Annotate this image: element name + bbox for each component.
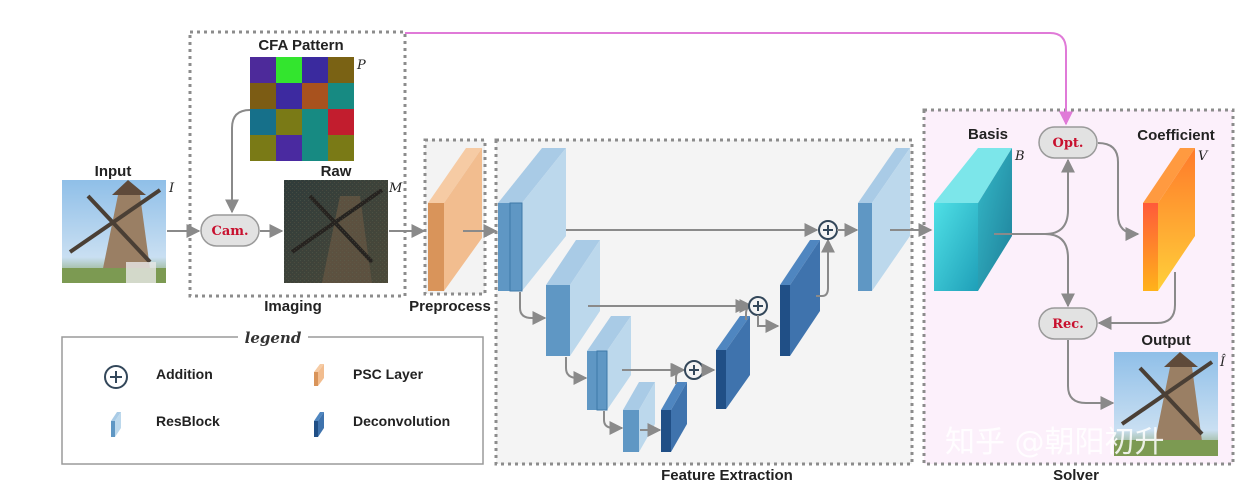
decoder-level-3 [716, 316, 750, 409]
cfa-cell [302, 109, 328, 135]
coefficient-symbol: V [1198, 149, 1209, 164]
cfa-cell [276, 57, 302, 83]
encoder-level-2 [546, 240, 600, 356]
output-image [1114, 352, 1218, 456]
feature-output-resblock [858, 148, 910, 291]
imaging-to-opt-link [405, 32, 1073, 126]
cam-label: Cam. [211, 224, 248, 239]
encoder-level-4 [623, 382, 655, 452]
legend-resblock-icon [111, 412, 121, 437]
input-image [62, 180, 166, 283]
cfa-symbol: P [356, 58, 366, 73]
input-symbol: I [168, 181, 175, 196]
cfa-label: CFA Pattern [258, 37, 343, 54]
feature-extraction-label: Feature Extraction [661, 467, 793, 484]
cfa-cell [302, 83, 328, 109]
legend: legend Addition PSC Layer ResBlock Decon… [61, 327, 484, 465]
basis-symbol: B [1014, 149, 1025, 164]
encoder-level-3 [587, 316, 631, 411]
cfa-cell [302, 57, 328, 83]
rec-label: Rec. [1052, 317, 1084, 332]
cfa-cell [328, 57, 354, 83]
rec-node: Rec. [1038, 307, 1098, 340]
cfa-cell [328, 135, 354, 161]
watermark: 知乎 @朝阳初升 [945, 425, 1165, 460]
imaging-label: Imaging [264, 298, 322, 315]
arrow-enc2-enc3 [565, 357, 588, 385]
cfa-pattern-grid [250, 57, 354, 161]
basis-label: Basis [968, 126, 1008, 143]
legend-title: legend [245, 329, 302, 347]
output-label: Output [1141, 332, 1190, 349]
opt-node: Opt. [1038, 126, 1098, 159]
cfa-cell [250, 57, 276, 83]
arrow-cfa-cam [225, 109, 251, 214]
arrow-enc3-enc4 [603, 411, 624, 435]
coefficient-label: Coefficient [1137, 127, 1215, 144]
legend-psc-layer-icon [314, 364, 324, 386]
raw-label: Raw [321, 163, 352, 180]
arrow-basis-rec [1044, 233, 1075, 308]
arrow-dec2-add1 [816, 238, 835, 297]
cam-node: Cam. [200, 214, 260, 247]
decoder-level-2 [780, 240, 820, 356]
legend-deconvolution-icon [314, 412, 324, 437]
legend-resblock-label: ResBlock [156, 413, 220, 429]
encoder-level-1 [498, 148, 566, 292]
legend-addition-label: Addition [156, 366, 213, 382]
cfa-cell [250, 83, 276, 109]
arrow-opt-coefficient [1097, 142, 1140, 241]
cfa-cell [328, 109, 354, 135]
arrow-rec-output [1067, 340, 1115, 410]
opt-label: Opt. [1053, 136, 1084, 151]
cfa-cell [250, 109, 276, 135]
raw-symbol: M [388, 181, 403, 196]
cfa-cell [276, 83, 302, 109]
arrow-enc1-enc2 [519, 292, 547, 325]
output-symbol: Î [1219, 354, 1226, 370]
cfa-cell [276, 135, 302, 161]
addition-node-3 [684, 360, 704, 380]
addition-node-1 [818, 220, 838, 240]
arrow-add2-dec2 [757, 315, 780, 333]
legend-deconvolution-label: Deconvolution [353, 413, 450, 429]
cfa-cell [276, 109, 302, 135]
solver-label: Solver [1053, 467, 1099, 484]
coefficient-block [1143, 148, 1195, 291]
preprocess-label: Preprocess [409, 298, 491, 315]
legend-addition-icon [104, 365, 128, 389]
addition-node-2 [748, 296, 768, 316]
cfa-cell [302, 135, 328, 161]
legend-psc-layer-label: PSC Layer [353, 366, 424, 382]
psc-layer-block [428, 148, 482, 291]
cfa-cell [250, 135, 276, 161]
basis-block [934, 148, 1012, 291]
cfa-cell [328, 83, 354, 109]
arrow-coefficient-rec [1097, 272, 1176, 330]
raw-image [284, 180, 388, 283]
decoder-level-4 [661, 382, 687, 452]
input-label: Input [95, 163, 132, 180]
